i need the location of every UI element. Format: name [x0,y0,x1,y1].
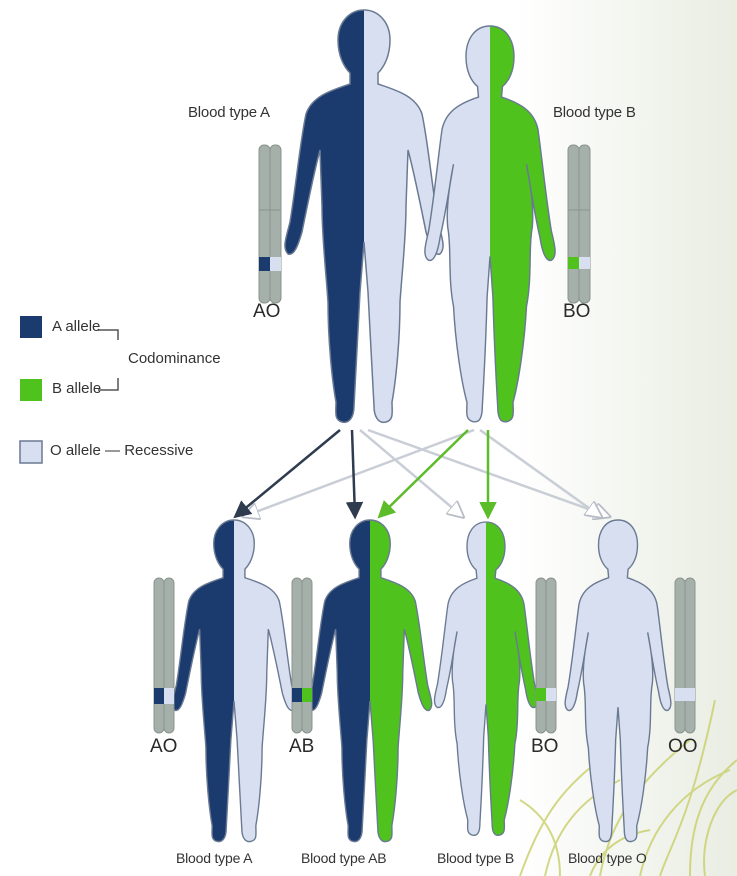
child-ao-genotype: AO [150,736,177,758]
child-oo-figure [565,520,671,842]
legend-o-swatch [20,441,42,463]
child-ab-figure [308,520,431,842]
parent-b-label: Blood type B [553,104,636,121]
child-oo-label: Blood type O [568,850,647,866]
child-ao-label: Blood type A [176,850,252,866]
parent-a-label: Blood type A [188,104,270,121]
parent-a-figure [285,10,443,422]
legend-a-swatch [20,316,42,338]
child-bo-chromosome [536,578,556,733]
inheritance-arrows [236,430,608,516]
parent-b-figure [425,26,555,422]
child-oo-genotype: OO [668,736,698,758]
legend-o-label: O allele — Recessive [50,442,193,459]
child-oo-chromosome [675,578,695,733]
child-bo-figure [434,522,537,835]
child-ao-chromosome [154,578,174,733]
legend-codominance-label: Codominance [128,350,221,367]
parent-b-chromosome [568,145,590,303]
child-ao-figure [172,520,295,842]
child-bo-genotype: BO [531,736,558,758]
child-ab-chromosome [292,578,312,733]
child-ab-genotype: AB [289,736,314,758]
child-bo-label: Blood type B [437,850,514,866]
parent-a-genotype: AO [253,301,280,323]
legend-b-label: B allele [52,380,101,397]
child-ab-label: Blood type AB [301,850,386,866]
parent-b-genotype: BO [563,301,590,323]
legend-a-label: A allele [52,318,100,335]
legend-b-swatch [20,379,42,401]
parent-a-chromosome [259,145,281,303]
